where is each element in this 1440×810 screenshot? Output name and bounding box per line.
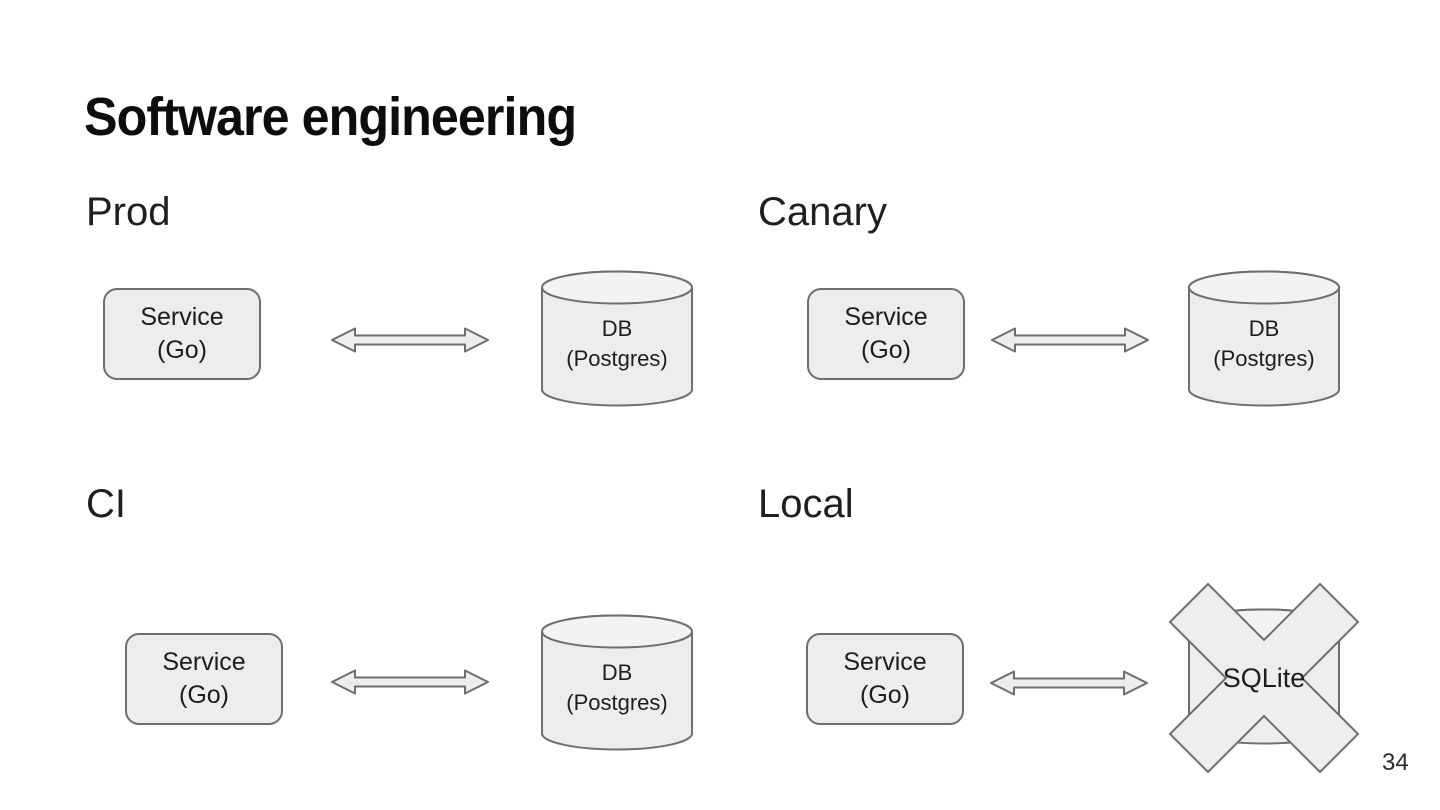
database-name-sqlite: SQLite: [1222, 662, 1306, 693]
database-name: DB: [1248, 316, 1280, 341]
quadrant-label-ci: CI: [86, 482, 126, 526]
database-cylinder-canary: DB (Postgres): [1188, 270, 1340, 407]
slide-title: Software engineering: [84, 87, 577, 147]
database-engine: (Postgres): [1213, 346, 1315, 371]
service-name: Service: [140, 303, 224, 331]
service-language: (Go): [860, 681, 910, 709]
service-name: Service: [162, 648, 246, 676]
double-arrow-icon: [990, 668, 1148, 698]
quadrant-label-prod: Prod: [86, 190, 171, 234]
database-name: DB: [601, 316, 633, 341]
service-language: (Go): [861, 336, 911, 364]
double-arrow-icon: [991, 325, 1149, 355]
database-label: DB (Postgres): [541, 658, 693, 718]
database-label: DB (Postgres): [541, 314, 693, 374]
page-number: 34: [1382, 749, 1409, 776]
service-name: Service: [843, 648, 927, 676]
database-name: DB: [601, 660, 633, 685]
service-language: (Go): [179, 681, 229, 709]
service-box-prod: Service (Go): [103, 288, 261, 380]
double-arrow-icon: [331, 325, 489, 355]
quadrant-label-canary: Canary: [758, 190, 887, 234]
service-name: Service: [844, 303, 928, 331]
service-language: (Go): [157, 336, 207, 364]
service-box-ci: Service (Go): [125, 633, 283, 725]
database-cylinder-prod: DB (Postgres): [541, 270, 693, 407]
double-arrow-icon: [331, 667, 489, 697]
database-label: DB (Postgres): [1188, 314, 1340, 374]
quadrant-label-local: Local: [758, 482, 854, 526]
cross-out-icon: SQLite: [1168, 582, 1360, 774]
database-cylinder-ci: DB (Postgres): [541, 614, 693, 751]
database-engine: (Postgres): [566, 690, 668, 715]
service-box-local: Service (Go): [806, 633, 964, 725]
database-engine: (Postgres): [566, 346, 668, 371]
service-box-canary: Service (Go): [807, 288, 965, 380]
